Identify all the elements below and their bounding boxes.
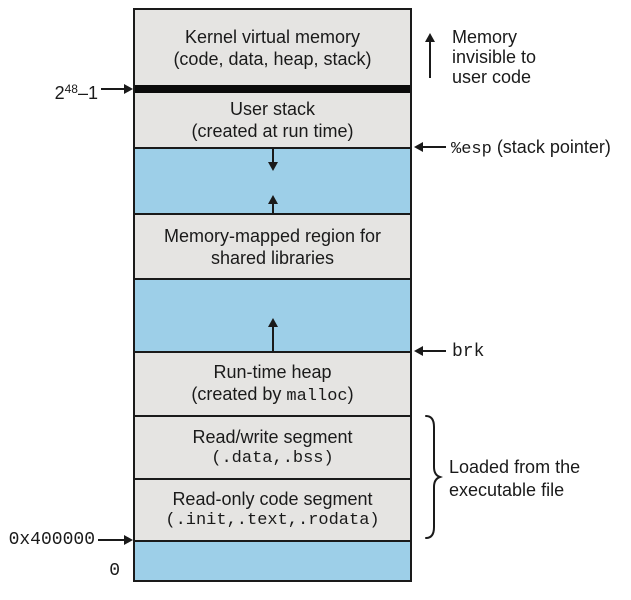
segment-kernel-virtual-memory: Kernel virtual memory (code, data, heap,… [135,10,410,85]
ro-label-line1: Read-only code segment [172,489,373,509]
address-space-box: Kernel virtual memory (code, data, heap,… [133,8,412,582]
base-address-arrow-icon [98,535,133,545]
loaded-from-note: Loaded from the executable file [449,456,580,502]
top-address-suffix: –1 [77,83,98,103]
loaded-from-line2: executable file [449,480,565,500]
segment-read-only-code: Read-only code segment (.init,.text,.rod… [135,478,410,540]
ro-label-line2: (.init,.text,.rodata) [165,511,380,530]
user-stack-label-line1: User stack [229,99,316,119]
brk-pointer-arrow-icon [414,346,446,356]
loaded-from-brace-icon [425,415,443,539]
memmap-grows-up-arrow-icon [268,195,278,213]
memory-invisible-line1: Memory [452,27,518,47]
zero-address-label: 0 [109,561,120,581]
heap-label-line2: (created by malloc) [191,383,353,408]
base-address-label: 0x400000 [8,530,95,550]
kernel-label-line1: Kernel virtual memory [184,26,361,47]
memory-invisible-line2: invisible to [452,47,537,67]
kernel-label-line2: (code, data, heap, stack) [173,48,372,69]
top-address-arrow-icon [101,84,133,94]
top-address-base: 2 [54,83,65,103]
memory-invisible-up-arrow-icon [425,33,435,78]
segment-user-stack: User stack (created at run time) [135,93,410,147]
kernel-boundary-bar [135,85,410,93]
malloc-code-text: malloc [286,386,348,406]
esp-pointer-description: (stack pointer) [491,137,611,157]
segment-read-write: Read/write segment (.data,.bss) [135,415,410,478]
memmap-label-line2: shared libraries [210,247,335,268]
segment-runtime-heap: Run-time heap (created by malloc) [135,351,410,415]
esp-pointer-arrow-icon [414,142,446,152]
heap-label-line1: Run-time heap [213,361,332,382]
top-address-label: 248–1 [28,79,98,103]
rw-label-line1: Read/write segment [192,426,353,447]
top-address-exponent: 48 [64,82,78,96]
segment-memory-mapped-region: Memory-mapped region for shared librarie… [135,213,410,278]
heap-label-line2-suffix: ) [347,383,354,404]
segment-unmapped-low-area [135,540,410,580]
esp-register-text: %esp [451,140,492,159]
stack-grows-down-arrow-icon [268,147,278,171]
memmap-label-line1: Memory-mapped region for [163,225,382,246]
memory-invisible-line3: user code [452,67,532,87]
rw-label-line2: (.data,.bss) [211,448,334,468]
heap-grows-up-arrow-icon [268,318,278,351]
heap-label-line2-prefix: (created by [191,383,287,404]
user-stack-label-line2: (created at run time) [191,121,354,141]
esp-pointer-label: %esp (stack pointer) [451,137,611,160]
memory-invisible-note: Memory invisible to user code [452,27,536,87]
brk-pointer-label: brk [452,342,485,362]
loaded-from-line1: Loaded from the [449,457,581,477]
